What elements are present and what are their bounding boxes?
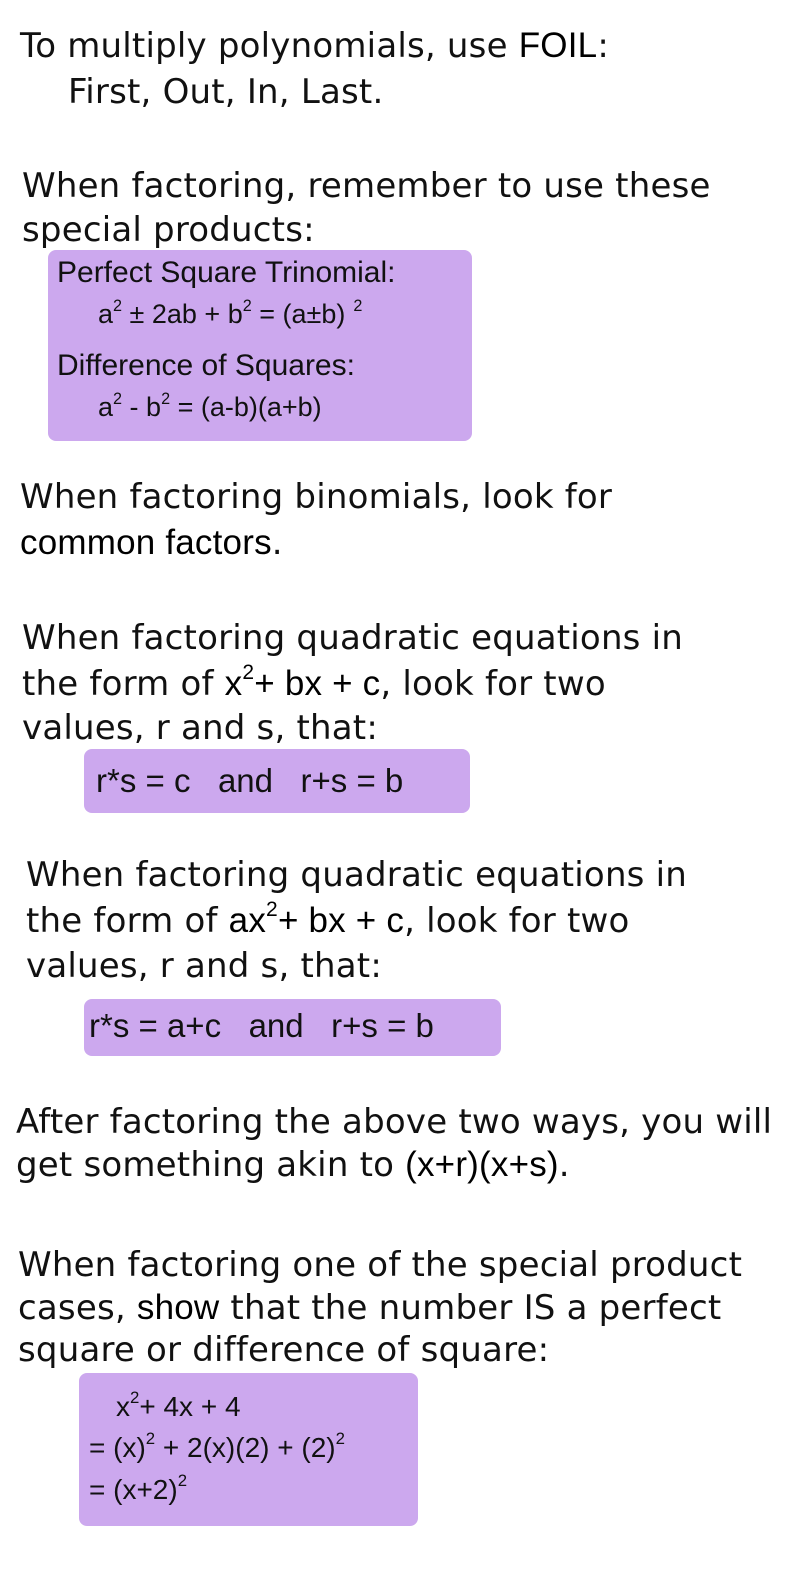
example-line-3: = (x+2)2 [89, 1471, 188, 1505]
example-line-2: = (x)2 + 2(x)(2) + (2)2 [89, 1429, 345, 1463]
show-term: show [136, 1288, 220, 1327]
foil-term: FOIL [518, 26, 598, 65]
perfect-square-trinomial-formula: a2 ± 2ab + b2 = (a±b)2 [98, 296, 363, 329]
special-cases-line-2: cases, show that the number IS a perfect [18, 1288, 722, 1328]
quadratic-2-form: ax2+ bx + c [228, 898, 405, 940]
example-line-1: x2+ 4x + 4 [116, 1388, 241, 1422]
quadratic-2-line-1: When factoring quadratic equations in [26, 855, 688, 895]
quadratic-2-line-3: values, r and s, that: [26, 946, 382, 986]
quadratic-2-box [84, 999, 501, 1056]
quadratic-1-line-3: values, r and s, that: [22, 708, 378, 748]
foil-line-2: First, Out, In, Last. [68, 72, 384, 112]
example-box [79, 1373, 418, 1526]
after-line-2: get something akin to (x+r)(x+s). [16, 1145, 570, 1185]
binomials-line-1: When factoring binomials, look for [20, 477, 613, 517]
quadratic-2-condition: r*s = a+c and r+s = b [89, 1007, 434, 1044]
perfect-square-trinomial-title: Perfect Square Trinomial: [57, 256, 396, 289]
binomials-line-2: common factors. [20, 523, 283, 563]
quadratic-2-line-2: the form of ax2+ bx + c, look for two [26, 898, 630, 941]
difference-of-squares-title: Difference of Squares: [57, 349, 355, 382]
special-cases-line-1: When factoring one of the special produc… [18, 1245, 743, 1285]
quadratic-1-line-2: the form of x2+ bx + c, look for two [22, 661, 606, 704]
after-line-1: After factoring the above two ways, you … [16, 1102, 773, 1142]
special-cases-line-3: square or difference of square: [18, 1330, 550, 1370]
special-products-box [48, 250, 472, 441]
factored-form-term: (x+r)(x+s) [405, 1145, 559, 1184]
special-products-line-2: special products: [22, 210, 315, 250]
difference-of-squares-formula: a2 - b2 = (a-b)(a+b) [98, 389, 322, 422]
quadratic-1-line-1: When factoring quadratic equations in [22, 618, 684, 658]
foil-line-1: To multiply polynomials, use FOIL: [20, 26, 609, 66]
common-factors-term: common factors [20, 523, 272, 562]
quadratic-1-form: x2+ bx + c [224, 661, 381, 703]
quadratic-1-condition: r*s = c and r+s = b [96, 762, 404, 799]
special-products-line-1: When factoring, remember to use these [22, 166, 711, 206]
quadratic-1-box [84, 749, 470, 813]
